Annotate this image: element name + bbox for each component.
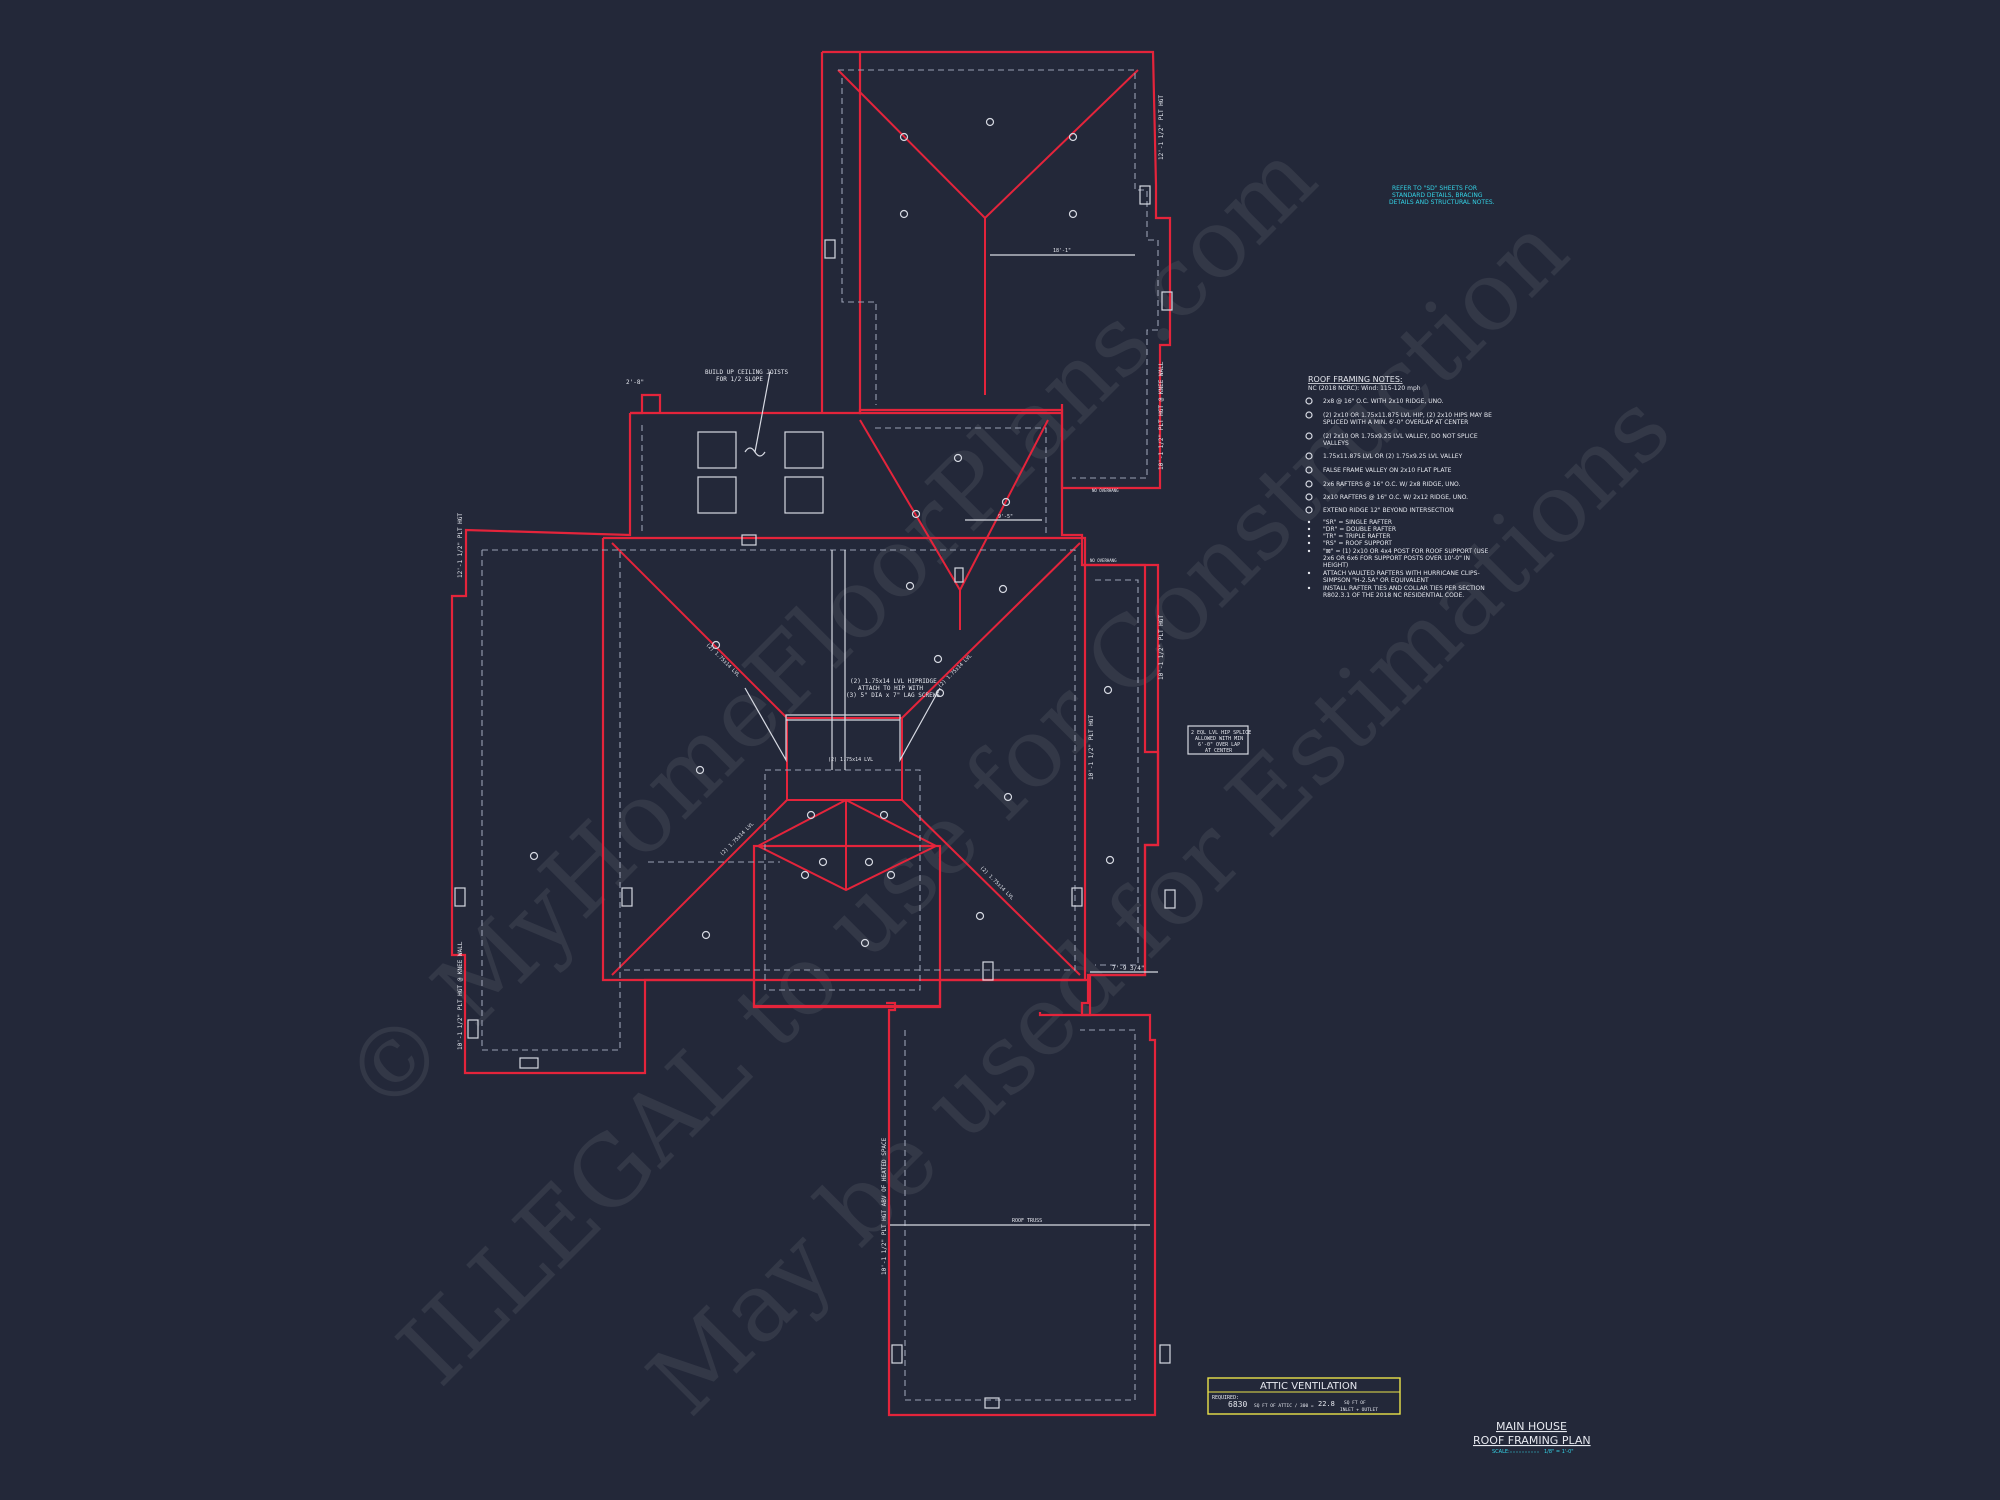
bullet-2: "DR" = DOUBLE RAFTER	[1323, 526, 1396, 533]
bullet-5-line-1: "⊠" = (1) 2x10 OR 4x4 POST FOR ROOF SUPP…	[1323, 548, 1489, 555]
title-line-1: MAIN HOUSE	[1496, 1420, 1567, 1433]
hip-ridge-line-3: (3) 5" DIA x 7" LAG SCREWS	[846, 692, 940, 699]
plate-label-left: 12'-1 1/2" PLT HGT	[457, 513, 464, 578]
bullet-5-line-2: 2x6 OR 6x6 FOR SUPPORT POSTS OVER 10'-0"…	[1323, 555, 1470, 562]
note-4-line-1: 1.75x11.875 LVL OR (2) 1.75x9.25 LVL VAL…	[1323, 453, 1463, 460]
plate-label-top: 12'-1 1/2" PLT HGT	[1158, 95, 1165, 160]
sd-note-line-2: STANDARD DETAILS, BRACING	[1392, 192, 1483, 199]
bullet-3: "TR" = TRIPLE RAFTER	[1323, 533, 1390, 540]
bullet-6-line-2: SIMPSON "H-2.5A" OR EQUIVALENT	[1323, 577, 1429, 584]
no-overhang-top: NO OVERHANG	[1092, 488, 1119, 493]
sd-note-line-3: DETAILS AND STRUCTURAL NOTES.	[1389, 199, 1495, 206]
note-2-line-2: SPLICED WITH A MIN. 6'-0" OVERLAP AT CEN…	[1323, 419, 1468, 426]
plate-label-right-knee: 10'-1 1/2" PLT HGT @ KNEE WALL	[1158, 361, 1165, 470]
bullet-5-line-3: HEIGHT)	[1323, 562, 1348, 569]
hip-label-ll: (2) 1.75x14 LVL	[719, 821, 755, 857]
note-1-line-1: 2x8 @ 16" O.C. WITH 2x10 RIDGE, UNO.	[1323, 398, 1444, 405]
roof-truss-label: ROOF TRUSS	[1012, 1218, 1042, 1224]
interior-dashed-walls	[481, 69, 1159, 1401]
lvl-splice-line-2: ALLOWED WITH MIN	[1195, 736, 1243, 742]
attic-result-value: 22.8	[1318, 1400, 1335, 1408]
hip-ridge-line-1: (2) 1.75x14 LVL HIPRIDGE	[850, 678, 937, 685]
plate-label-center: 10'-1 1/2" PLT HGT	[1088, 715, 1095, 780]
plate-label-left-low: 10'-1 1/2" PLT HGT @ KNEE WALL	[457, 941, 464, 1050]
hip-ridge-line-2: ATTACH TO HIP WITH	[858, 685, 923, 692]
title-block: MAIN HOUSE ROOF FRAMING PLAN SCALE: 1/8"…	[1473, 1420, 1591, 1455]
ceiling-joists-line-1: BUILD UP CEILING JOISTS	[705, 369, 788, 376]
attic-formula-mid: SQ FT OF ATTIC / 300 =	[1254, 1403, 1314, 1409]
roof-framing-notes: ROOF FRAMING NOTES: NC (2018 NCRC): Wind…	[1305, 375, 1492, 599]
sd-note-line-1: REFER TO "SD" SHEETS FOR	[1392, 185, 1477, 192]
bullet-7-line-2: R802.3.1 OF THE 2018 NC RESIDENTIAL CODE…	[1323, 592, 1464, 599]
bullet-6-line-1: ATTACH VAULTED RAFTERS WITH HURRICANE CL…	[1323, 570, 1480, 577]
plate-height-labels: 12'-1 1/2" PLT HGT 10'-1 1/2" PLT HGT @ …	[457, 95, 1165, 1275]
attic-ventilation-title: ATTIC VENTILATION	[1260, 1381, 1357, 1392]
hip-label-lr: (2) 1.75x14 LVL	[979, 865, 1015, 901]
note-6-line-1: 2x6 RAFTERS @ 16" O.C. W/ 2x8 RIDGE, UNO…	[1323, 481, 1461, 488]
scale-label: SCALE:	[1492, 1449, 1510, 1455]
attic-formula-end-1: SQ FT OF	[1344, 1400, 1366, 1406]
note-3-line-1: (2) 2x10 OR 1.75x9.25 LVL VALLEY, DO NOT…	[1323, 433, 1478, 440]
roof-support-markers	[454, 185, 1176, 1409]
note-7-line-1: 2x10 RAFTERS @ 16" O.C. W/ 2x12 RIDGE, U…	[1323, 494, 1468, 501]
plate-label-right-mid: 10'-1 1/2" PLT HGT	[1158, 615, 1165, 680]
hip-ridge-callout: (2) 1.75x14 LVL HIPRIDGE ATTACH TO HIP W…	[846, 678, 940, 699]
scale-value: 1/8" = 1'-0"	[1544, 1449, 1574, 1455]
lvl-splice-line-4: AT CENTER	[1205, 748, 1233, 754]
dim-right: 7'-9 3/4"	[1112, 965, 1145, 972]
notes-code-line: NC (2018 NCRC): Wind: 115-120 mph	[1308, 385, 1421, 392]
sd-sheet-reference: REFER TO "SD" SHEETS FOR STANDARD DETAIL…	[1389, 185, 1495, 206]
ridge-lvl-label: (2) 1.75x14 LVL	[828, 757, 873, 763]
title-line-2: ROOF FRAMING PLAN	[1473, 1434, 1591, 1447]
bullet-1: "SR" = SINGLE RAFTER	[1323, 519, 1392, 526]
hip-label-ur: (2) 1.75x14 LVL	[937, 653, 973, 689]
bullet-4: "RS" = ROOF SUPPORT	[1323, 540, 1392, 547]
notes-title: ROOF FRAMING NOTES:	[1308, 375, 1403, 384]
attic-formula-end-2: INLET + OUTLET	[1340, 1407, 1378, 1413]
note-8-line-1: EXTEND RIDGE 12" BEYOND INTERSECTION	[1323, 507, 1454, 514]
bullet-7-line-1: INSTALL RAFTER TIES AND COLLAR TIES PER …	[1323, 585, 1485, 592]
hip-valley-lines	[611, 69, 1139, 1008]
attic-area-value: 6830	[1228, 1400, 1247, 1409]
lvl-splice-callout: 2 EQL LVL HIP SPLICE ALLOWED WITH MIN 6'…	[1187, 725, 1251, 755]
structural-thin-lines	[744, 254, 1158, 1226]
ceiling-joists-callout: BUILD UP CEILING JOISTS FOR 1/2 SLOPE	[705, 369, 788, 383]
watermark-layer: © MyHomeFloorPlans.com ILLEGAL to use fo…	[322, 121, 1692, 1436]
no-overhang-mid: NO OVERHANG	[1090, 558, 1117, 563]
attic-ventilation-box: ATTIC VENTILATION REQUIRED: 6830 SQ FT O…	[1207, 1377, 1401, 1415]
attic-required-label: REQUIRED:	[1212, 1395, 1239, 1401]
skylights	[697, 371, 824, 514]
note-3-line-2: VALLEYS	[1323, 440, 1349, 447]
note-2-line-1: (2) 2x10 OR 1.75x11.875 LVL HIP, (2) 2x1…	[1323, 412, 1492, 419]
lvl-splice-line-3: 6'-0" OVER LAP	[1198, 742, 1240, 748]
plate-label-garage: 10'-1 1/2" PLT HGT ABV OF HEATED SPACE	[881, 1137, 888, 1275]
dim-top: 18'-1"	[1053, 248, 1071, 254]
ceiling-joists-line-2: FOR 1/2 SLOPE	[716, 376, 763, 383]
dim-left-top: 2'-8"	[626, 379, 644, 386]
watermark-text-3: May be used for Estimations	[627, 372, 1692, 1437]
lvl-splice-line-1: 2 EQL LVL HIP SPLICE	[1191, 730, 1251, 736]
note-tags	[529, 117, 1115, 948]
note-5-line-1: FALSE FRAME VALLEY ON 2x10 FLAT PLATE	[1323, 467, 1452, 474]
dim-small: 9'-5"	[998, 514, 1013, 520]
